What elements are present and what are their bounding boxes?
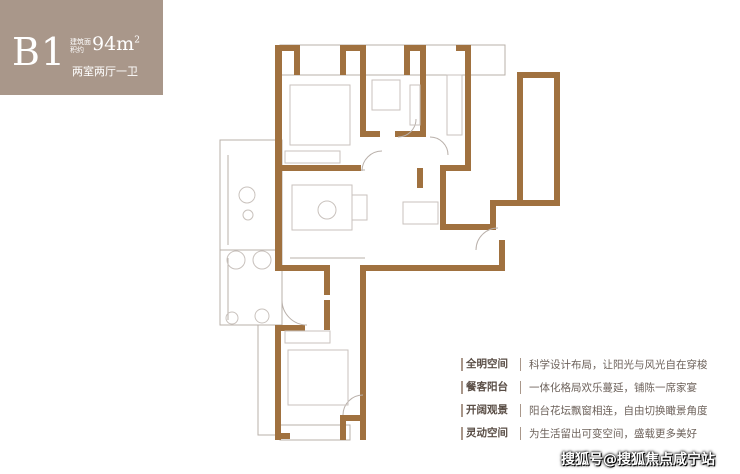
unit-code: B1 [12, 30, 67, 74]
balcony-chair [238, 186, 256, 204]
second-wardrobe [284, 330, 331, 344]
door-swings [281, 118, 499, 416]
balcony-plant [254, 308, 270, 324]
coffee-table [317, 200, 337, 220]
walls [275, 45, 560, 440]
master-wardrobe [284, 150, 341, 164]
second-bed [287, 349, 349, 406]
bathroom-fixtures [371, 79, 401, 111]
watermark: 搜狐号@搜狐焦点咸宁站 [561, 452, 715, 468]
feature-title: 全明空间 [461, 358, 521, 371]
area-value: 94m2 [92, 33, 140, 55]
feature-title: 餐客阳台 [461, 381, 521, 394]
feature-item: 餐客阳台 一体化格局欢乐蔓延，铺陈一席家宴 [461, 376, 736, 399]
master-bed [289, 84, 351, 146]
balcony-plant [252, 250, 272, 270]
side-seat [351, 194, 368, 221]
balcony-plant [226, 250, 246, 270]
sofa [291, 184, 353, 231]
feature-desc: 一体化格局欢乐蔓延，铺陈一席家宴 [529, 382, 697, 394]
balcony-table [242, 209, 254, 221]
feature-desc: 阳台花坛飘窗相连，自由切换瞰景角度 [529, 405, 708, 417]
feature-item: 开阔观景 阳台花坛飘窗相连，自由切换瞰景角度 [461, 399, 736, 422]
feature-desc: 科学设计布局，让阳光与风光自在穿梭 [529, 359, 708, 371]
feature-item: 灵动空间 为生活留出可变空间，盛载更多美好 [461, 422, 736, 445]
feature-desc: 为生活留出可变空间，盛载更多美好 [529, 428, 697, 440]
balcony-plant [225, 311, 239, 325]
area-label: 建筑面积约 [70, 38, 91, 54]
kitchen-counter [446, 74, 463, 136]
furniture [225, 74, 463, 406]
layout-label: 两室两厅一卫 [72, 65, 138, 78]
dining-table [402, 201, 439, 225]
feature-title: 灵动空间 [461, 427, 521, 440]
feature-list: 全明空间 科学设计布局，让阳光与风光自在穿梭 餐客阳台 一体化格局欢乐蔓延，铺陈… [461, 353, 736, 445]
unit-header-band [0, 0, 163, 95]
bathroom-shower [409, 84, 421, 126]
plan-outline [219, 44, 506, 441]
feature-title: 开阔观景 [461, 404, 521, 417]
feature-item: 全明空间 科学设计布局，让阳光与风光自在穿梭 [461, 353, 736, 376]
